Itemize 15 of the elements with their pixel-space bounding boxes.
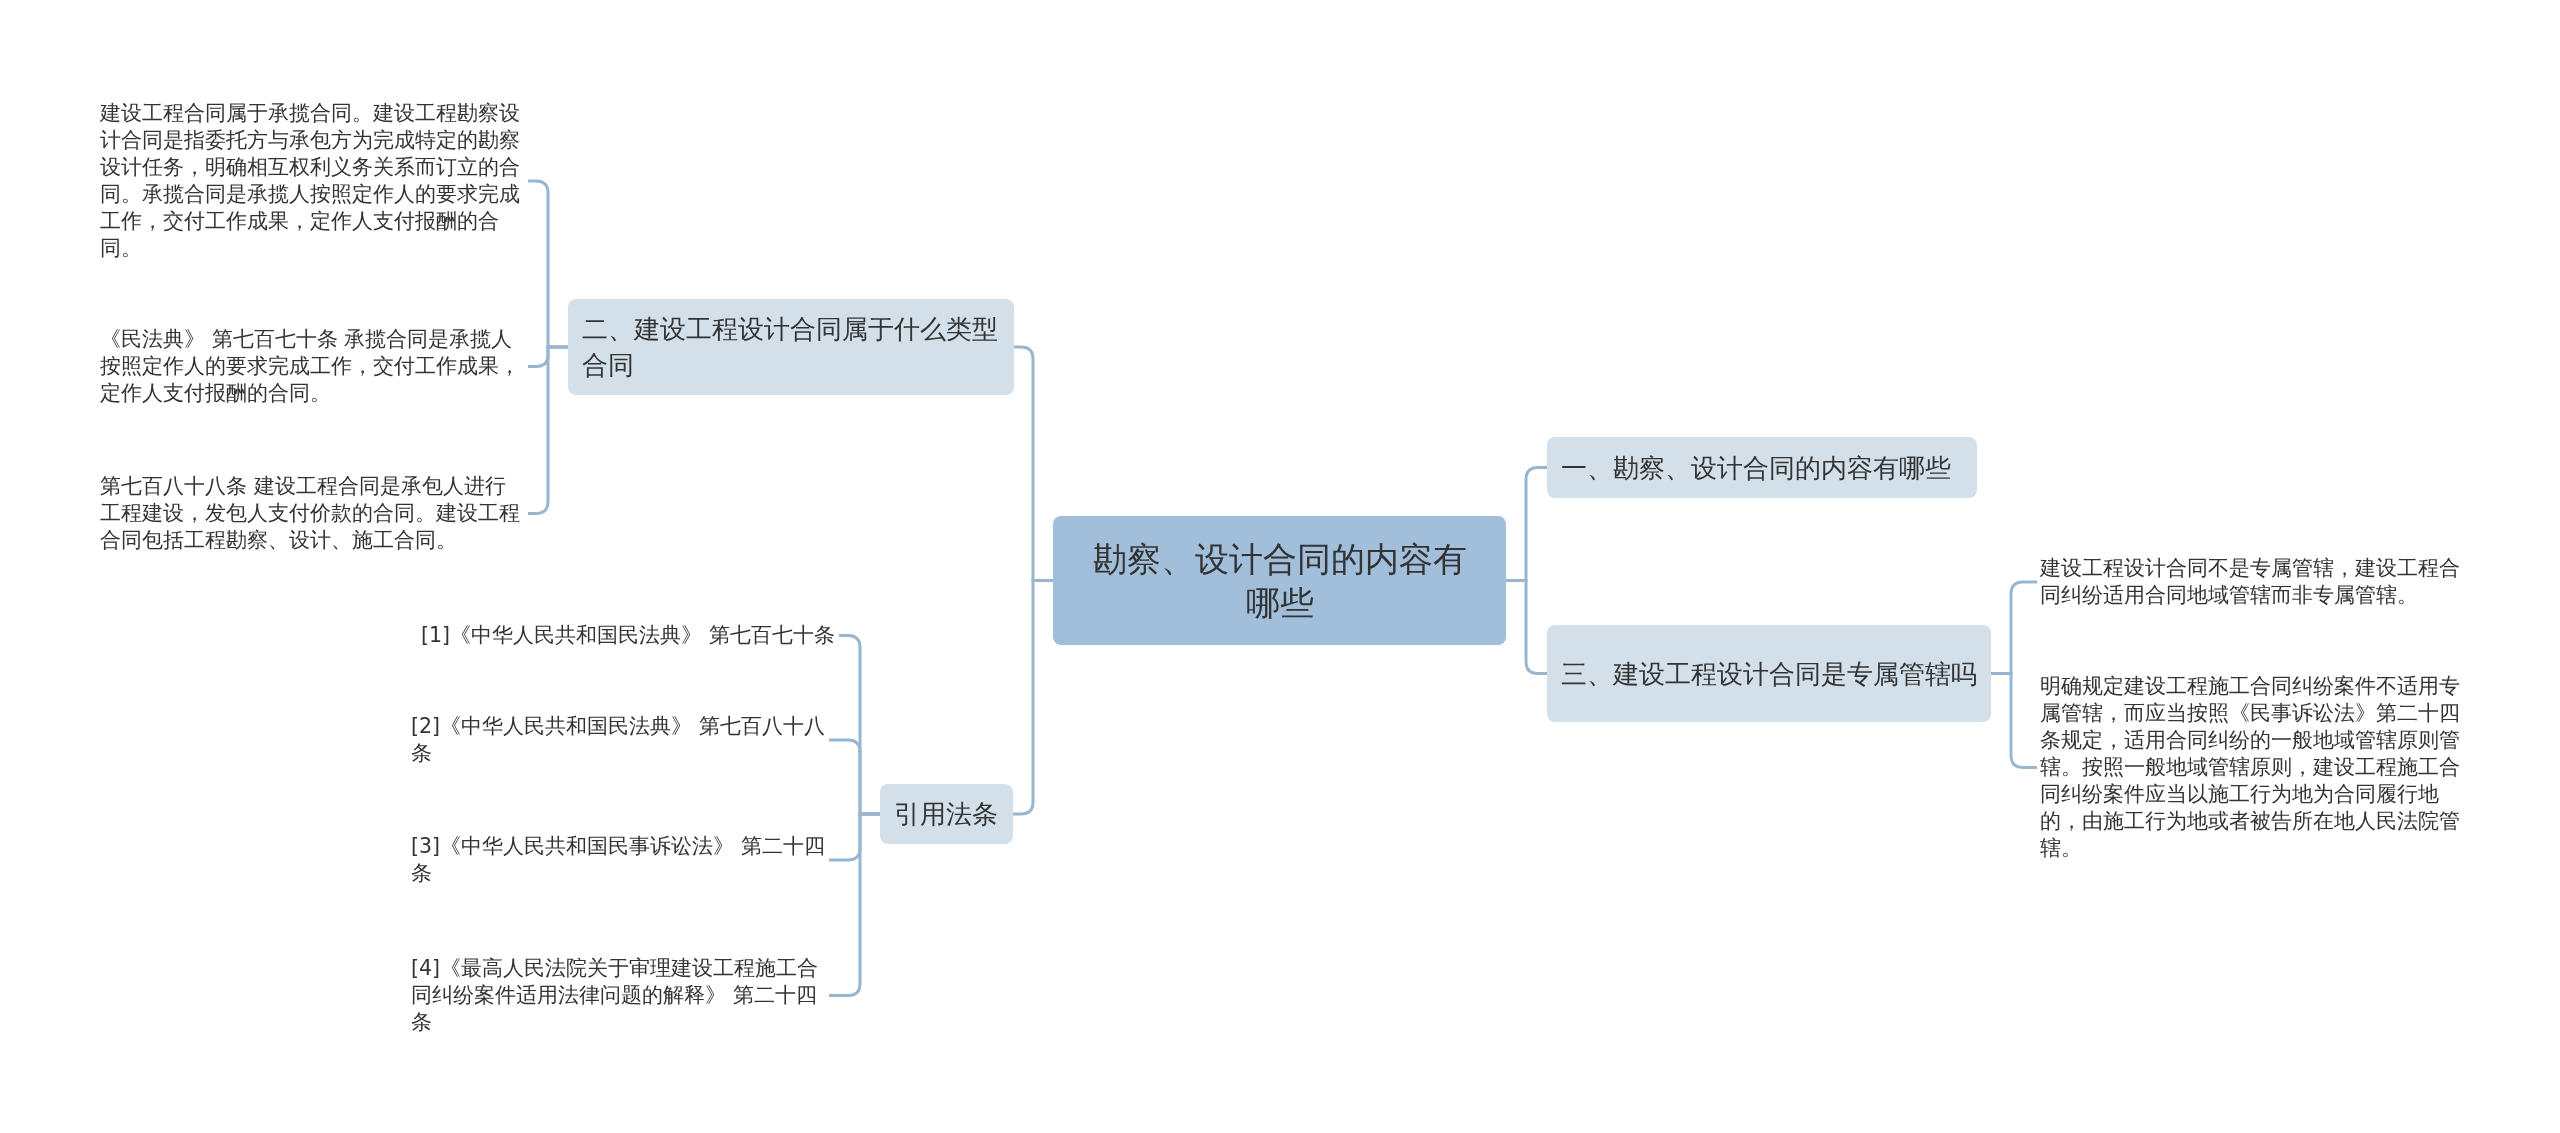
note-text: 建设工程合同属于承揽合同。建设工程勘察设计合同是指委托方与承包方为完成特定的勘察设计任务，明确相互权利义务关系而订立的合同。承揽合同是承揽人按照定作人的要求完成工作，交付工作成果，定作人支付报酬的合同。 [100,100,525,262]
note-text: 《民法典》 第七百七十条 承揽合同是承揽人按照定作人的要求完成工作，交付工作成果，定作人支付报酬的合同。 [100,326,525,407]
connector-line [1506,579,1547,675]
note-text: 明确规定建设工程施工合同纠纷案件不适用专属管辖，而应当按照《民事诉讼法》第二十四条规定，适用合同纠纷的一般地域管辖原则管辖。按照一般地域管辖原则，建设工程施工合同纠纷案件应当以施工行为地为合同履行地的，由施工行为地或者被告所在地人民法院管辖。 [2040,673,2468,862]
reference-text: [1]《中华人民共和国民法典》 第七百七十条 [421,622,836,649]
reference-text: [3]《中华人民共和国民事诉讼法》 第二十四条 [411,833,826,887]
root-topic-box: 勘察、设计合同的内容有哪些 [1053,516,1506,645]
note-text: 第七百八十八条 建设工程合同是承包人进行工程建设，发包人支付价款的合同。建设工程合同包括工程勘察、设计、施工合同。 [100,473,525,554]
topic-box: 三、建设工程设计合同是专属管辖吗 [1547,625,1991,722]
reference-text: [2]《中华人民共和国民法典》 第七百八十八条 [411,713,826,767]
note-text: 建设工程设计合同不是专属管辖，建设工程合同纠纷适用合同地域管辖而非专属管辖。 [2040,555,2468,609]
reference-text: [4]《最高人民法院关于审理建设工程施工合同纠纷案件适用法律问题的解释》 第二十四条 [411,955,826,1036]
topic-box: 二、建设工程设计合同属于什么类型合同 [568,299,1014,395]
topic-box: 引用法条 [880,784,1013,844]
topic-box: 一、勘察、设计合同的内容有哪些 [1547,437,1977,498]
